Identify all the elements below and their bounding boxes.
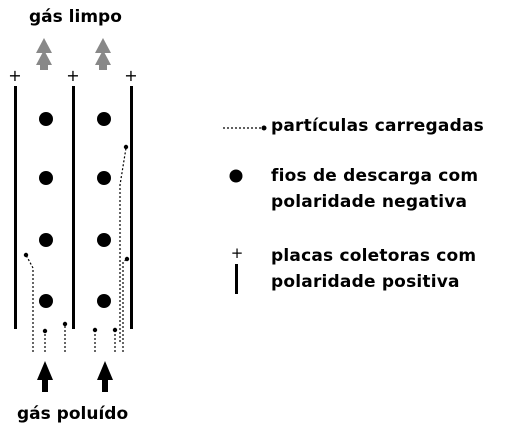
- discharge-wire-dot: [97, 233, 111, 247]
- outlet-arrow-right-icon: [95, 38, 111, 70]
- collector-plate-2: [72, 86, 75, 329]
- discharge-wire-dot: [97, 294, 111, 308]
- discharge-wires: [39, 112, 111, 308]
- discharge-wire-dot: [39, 294, 53, 308]
- plus-over-line-icon: +: [231, 244, 244, 294]
- plate-plus-sign-1: +: [8, 66, 21, 85]
- discharge-wire-dot: [97, 171, 111, 185]
- legend-collector-plates-line-1: placas coletoras com: [271, 246, 477, 266]
- legend-discharge-wires-line-1: fios de descarga com: [271, 166, 479, 186]
- charged-particle-heads: [23, 144, 130, 334]
- inlet-arrow-left-icon: [37, 361, 53, 392]
- plate-plus-sign-2: +: [66, 66, 79, 85]
- discharge-wire-dot: [39, 171, 53, 185]
- outlet-arrow-left-icon: [36, 38, 52, 70]
- dashed-arrow-icon: [223, 125, 267, 131]
- particle-path: [25, 254, 34, 352]
- collector-plate-1: [14, 86, 17, 329]
- particle-path: [119, 147, 127, 342]
- particle-path: [122, 258, 128, 352]
- legend-plus-sign: +: [231, 244, 244, 262]
- bottom-label: gás poluído: [17, 404, 128, 424]
- inlet-arrow-right-icon: [97, 361, 113, 392]
- discharge-wire-dot: [39, 112, 53, 126]
- legend-particles-label: partículas carregadas: [271, 116, 484, 136]
- filled-dot-icon: [229, 169, 243, 183]
- collector-plate-3: [130, 86, 133, 329]
- top-label: gás limpo: [29, 7, 122, 27]
- discharge-wire-dot: [97, 112, 111, 126]
- legend-collector-plates-line-2: polaridade positiva: [271, 272, 460, 292]
- plate-plus-sign-3: +: [124, 66, 137, 85]
- legend-discharge-wires-line-2: polaridade negativa: [271, 192, 468, 212]
- discharge-wire-dot: [39, 233, 53, 247]
